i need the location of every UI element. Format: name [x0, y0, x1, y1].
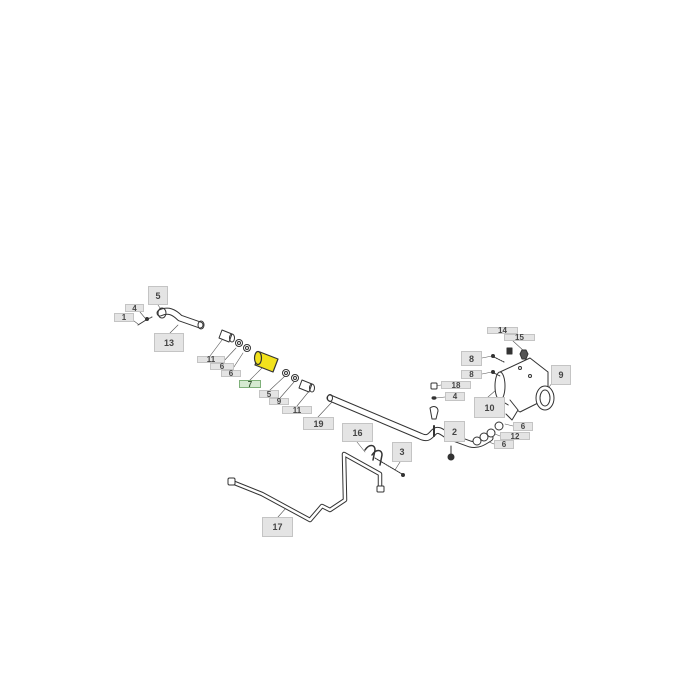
callout-part-16[interactable]: 16: [342, 423, 373, 442]
coupling-right: [282, 369, 315, 393]
callout-label: 11: [292, 405, 302, 415]
callout-part-6[interactable]: 6: [494, 440, 514, 449]
bolts-8: [491, 354, 505, 377]
callout-part-14[interactable]: 14: [487, 326, 518, 335]
callout-part-6[interactable]: 6: [210, 362, 234, 371]
callout-part-4[interactable]: 4: [445, 392, 465, 401]
callout-label: 6: [501, 440, 507, 449]
callout-label: 13: [163, 337, 174, 348]
clamp-16-bolt-3: [364, 444, 405, 477]
callout-label: 4: [132, 303, 137, 313]
rings-right: [472, 421, 504, 446]
callout-part-11[interactable]: 11: [197, 355, 225, 364]
callout-label: 19: [313, 418, 324, 429]
callout-part-11[interactable]: 11: [282, 405, 312, 415]
callout-label: 8: [469, 370, 474, 379]
callout-part-1[interactable]: 1: [114, 313, 134, 322]
callout-label: 3: [399, 447, 405, 457]
callout-label: 10: [484, 402, 495, 413]
callout-part-7[interactable]: 7: [239, 379, 261, 389]
callout-part-8[interactable]: 8: [461, 351, 482, 366]
callout-part-4[interactable]: 4: [125, 303, 144, 313]
callout-part-15[interactable]: 15: [504, 333, 535, 342]
coupling-left: [218, 329, 251, 352]
callout-part-9[interactable]: 9: [551, 365, 571, 385]
callout-part-18[interactable]: 18: [441, 380, 471, 390]
callout-label: 1: [121, 313, 127, 322]
gasket-9: [535, 385, 555, 411]
callout-part-2[interactable]: 2: [444, 421, 465, 442]
sensor-14-15: [506, 347, 529, 360]
callout-label: 4: [452, 392, 458, 401]
callout-part-10[interactable]: 10: [474, 397, 505, 418]
callout-part-6[interactable]: 6: [221, 369, 241, 378]
callout-part-3[interactable]: 3: [392, 442, 412, 462]
callout-part-8[interactable]: 8: [461, 370, 482, 379]
callout-label: 2: [451, 426, 457, 437]
hose-13: [156, 307, 205, 330]
tube-17: [227, 451, 385, 523]
callout-part-6[interactable]: 6: [513, 422, 533, 431]
callout-label: 5: [155, 290, 161, 301]
part-7-highlighted: [253, 350, 279, 373]
callout-part-13[interactable]: 13: [154, 333, 184, 352]
bolts-left: [137, 316, 153, 326]
callout-label: 9: [558, 370, 564, 380]
callout-label: 18: [451, 380, 461, 390]
small-parts-18-4-2: [429, 382, 439, 437]
callout-label: 8: [468, 353, 474, 364]
callout-part-12[interactable]: 12: [500, 432, 530, 441]
callout-label: 6: [520, 422, 526, 431]
callout-label: 9: [276, 397, 282, 406]
callout-part-5[interactable]: 5: [259, 390, 279, 399]
callout-part-17[interactable]: 17: [262, 517, 293, 537]
callout-label: 6: [228, 369, 234, 378]
callout-label: 16: [352, 427, 363, 438]
callout-part-5[interactable]: 5: [148, 286, 168, 305]
callout-label: 7: [247, 379, 253, 389]
callout-part-9[interactable]: 9: [269, 397, 289, 406]
callout-label: 17: [272, 522, 283, 532]
callout-label: 15: [515, 333, 524, 342]
callout-part-19[interactable]: 19: [303, 417, 334, 430]
